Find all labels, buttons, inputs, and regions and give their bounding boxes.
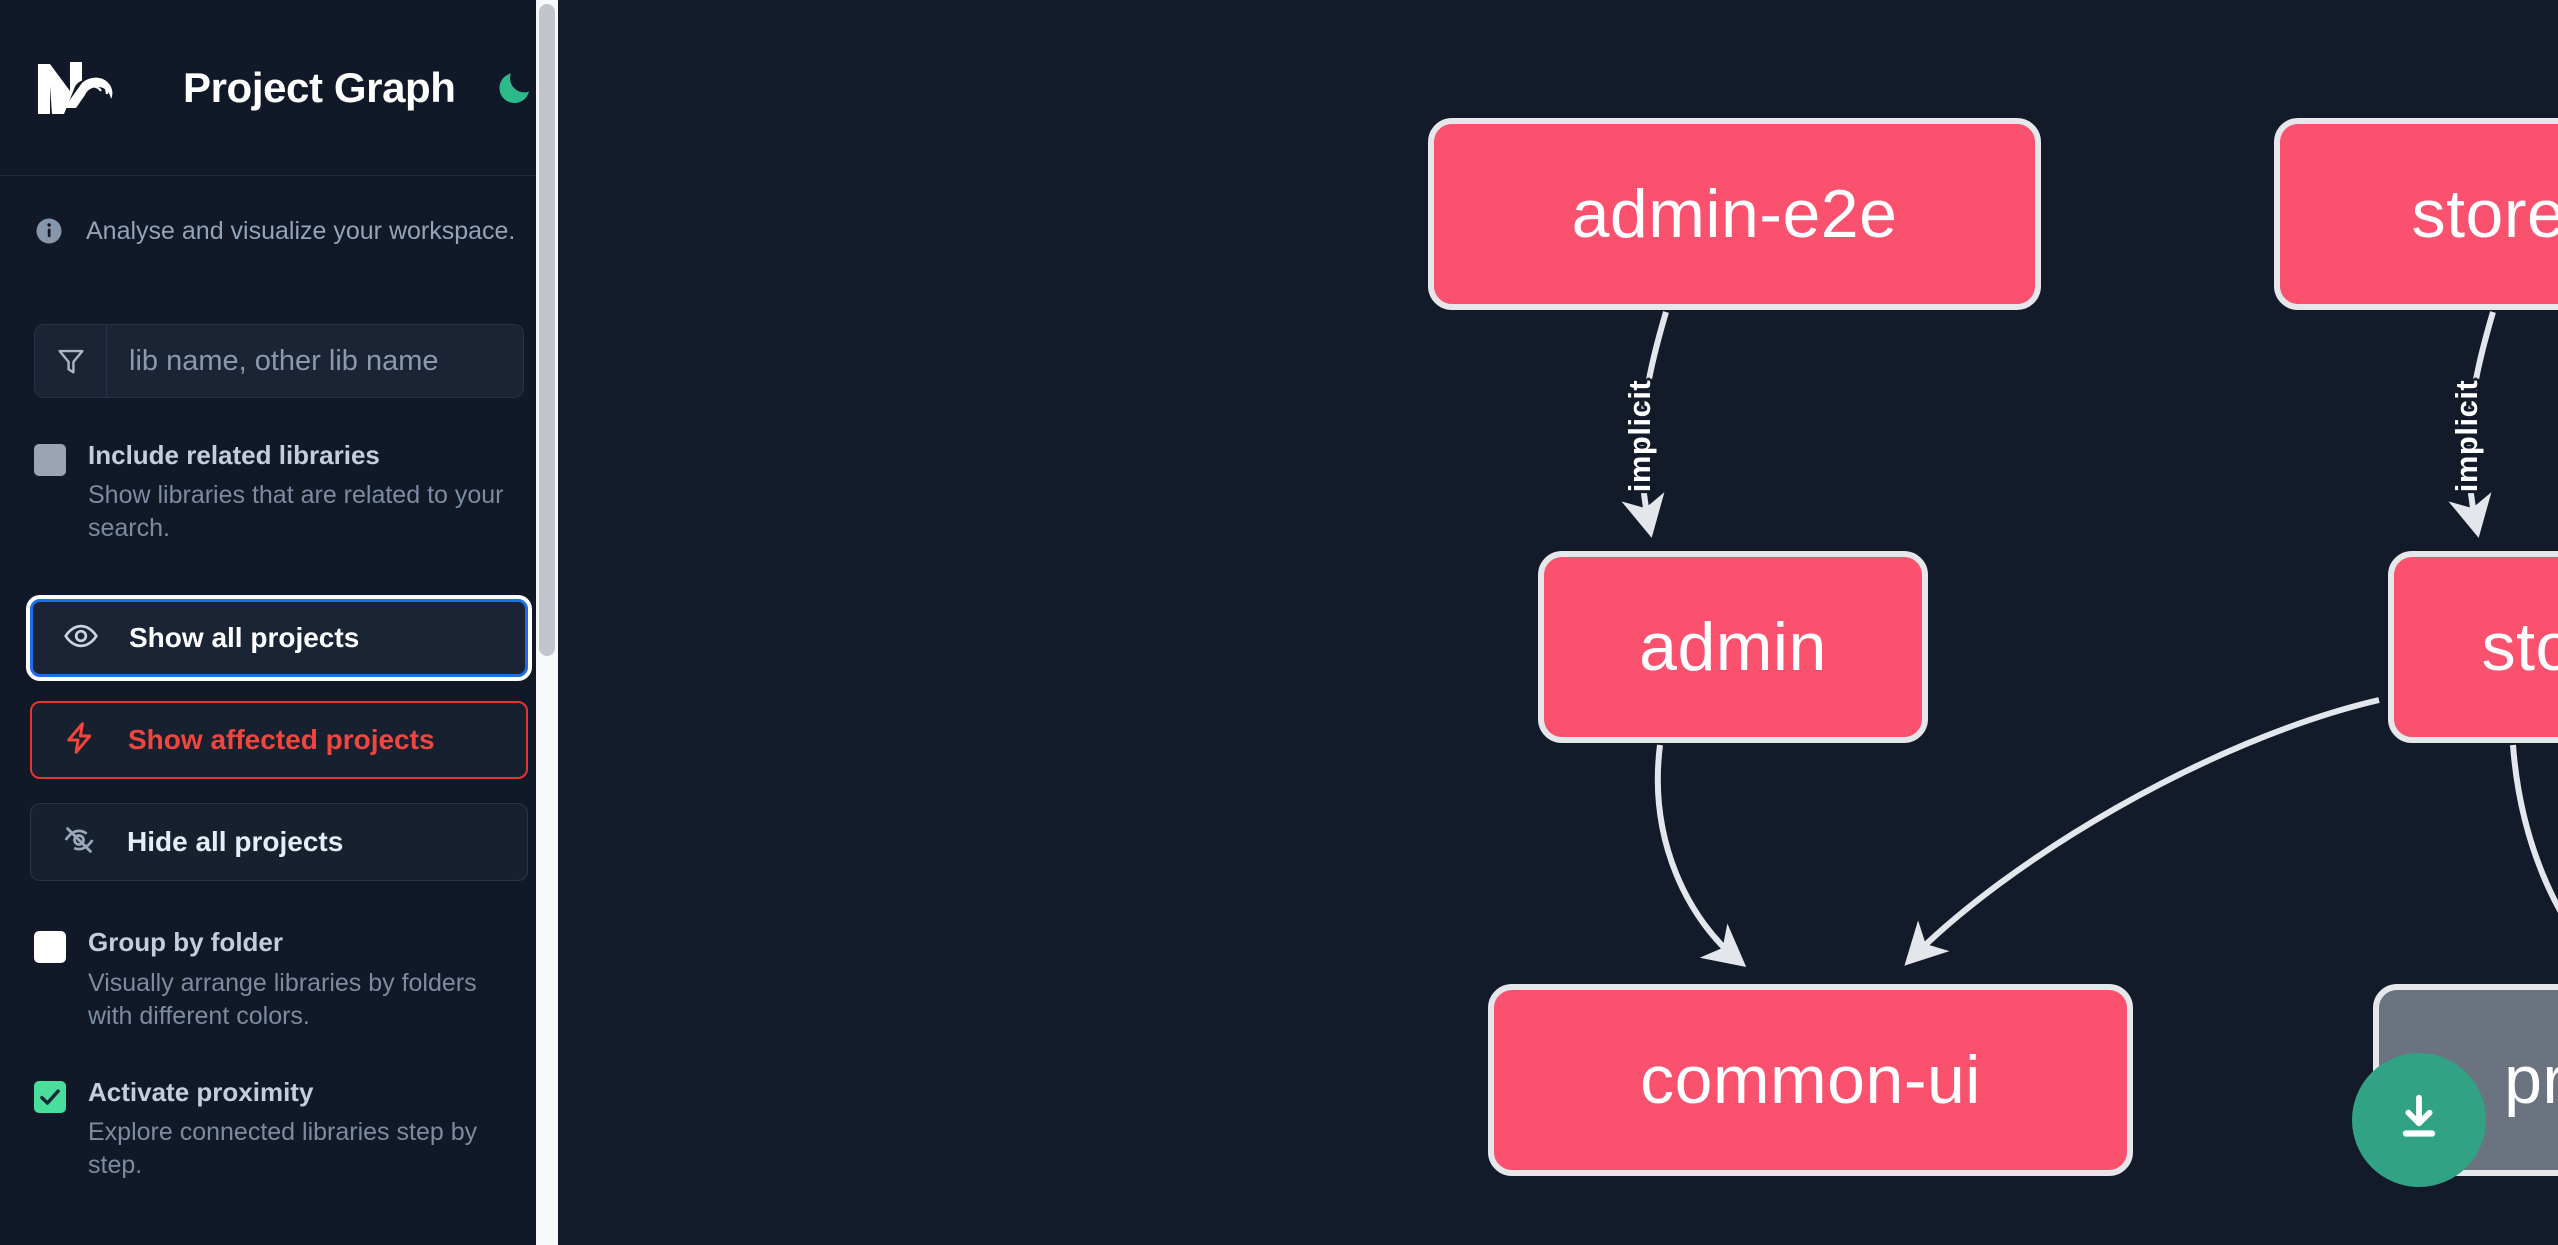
edge-admin-to-common-ui — [1654, 744, 1747, 968]
graph-node-store-e2e[interactable]: store-e2e — [2274, 118, 2558, 310]
node-label: products — [2504, 1042, 2558, 1118]
node-label: store — [2481, 609, 2558, 685]
sidebar-scrollbar-thumb[interactable] — [539, 4, 555, 656]
option-description: Visually arrange libraries by folders wi… — [88, 968, 477, 1030]
hide-all-projects-button[interactable]: Hide all projects — [30, 803, 528, 882]
graph-node-store[interactable]: store — [2388, 551, 2558, 743]
edge-store-e2e-to-store — [2448, 311, 2496, 538]
sidebar-scroll-region[interactable]: Project Graph Analyse and visualize your… — [0, 0, 558, 1245]
edge-admin-e2e-to-admin — [1621, 311, 1669, 538]
sidebar-footer-region — [0, 1182, 558, 1245]
option-body: Activate proximity Explore connected lib… — [88, 1076, 524, 1182]
graph-node-common-ui[interactable]: common-ui — [1488, 984, 2133, 1176]
tagline-text: Analyse and visualize your workspace. — [86, 216, 516, 245]
nx-logo-icon — [34, 56, 131, 120]
eye-off-icon — [61, 822, 97, 863]
include-related-libraries-checkbox[interactable] — [34, 444, 66, 476]
edge-store-to-common-ui — [1904, 697, 2380, 966]
search-input[interactable] — [107, 325, 523, 397]
download-image-button[interactable] — [2352, 1053, 2486, 1187]
graph-edges-layer — [1621, 311, 2558, 968]
eye-icon — [63, 618, 99, 659]
option-title: Activate proximity — [88, 1076, 314, 1107]
option-body: Include related libraries Show libraries… — [88, 440, 524, 545]
graph-node-admin[interactable]: admin — [1538, 551, 1928, 743]
option-title: Group by folder — [88, 927, 283, 958]
option-include-related-libraries[interactable]: Include related libraries Show libraries… — [0, 440, 558, 545]
sidebar-scrollbar[interactable] — [536, 0, 558, 1245]
download-icon — [2390, 1089, 2448, 1152]
sidebar-header: Project Graph — [0, 0, 558, 176]
show-all-projects-button[interactable]: Show all projects — [26, 595, 532, 682]
sidebar: Project Graph Analyse and visualize your… — [0, 0, 558, 1245]
option-description: Show libraries that are related to your … — [88, 481, 504, 543]
show-affected-projects-label: Show affected projects — [128, 724, 435, 756]
filter-icon — [35, 325, 107, 397]
visibility-button-group: Show all projects Show affected projects — [26, 595, 532, 882]
option-title: Include related libraries — [88, 440, 380, 470]
hide-all-projects-label: Hide all projects — [127, 826, 344, 858]
option-activate-proximity[interactable]: Activate proximity Explore connected lib… — [0, 1076, 558, 1182]
search-bar[interactable] — [34, 324, 524, 398]
option-body: Group by folder Visually arrange librari… — [88, 927, 524, 1032]
node-label: common-ui — [1640, 1042, 1981, 1118]
edge-store-to-products — [2510, 744, 2558, 913]
graph-node-admin-e2e[interactable]: admin-e2e — [1428, 118, 2041, 310]
graph-canvas[interactable]: admin-e2e store-e2e admin store common-u… — [558, 0, 2558, 1245]
activate-proximity-checkbox[interactable] — [34, 1080, 66, 1113]
moon-icon[interactable] — [494, 65, 534, 111]
show-all-projects-label: Show all projects — [129, 622, 360, 654]
node-label: admin — [1639, 609, 1827, 685]
tagline: Analyse and visualize your workspace. — [0, 176, 558, 246]
info-icon — [34, 216, 64, 246]
node-label: admin-e2e — [1571, 176, 1898, 252]
option-description: Explore connected libraries step by step… — [88, 1117, 478, 1179]
option-group-by-folder[interactable]: Group by folder Visually arrange librari… — [0, 927, 558, 1032]
show-affected-projects-button[interactable]: Show affected projects — [30, 701, 528, 780]
lightning-icon — [62, 720, 98, 761]
group-by-folder-checkbox[interactable] — [34, 931, 66, 964]
node-label: store-e2e — [2411, 176, 2558, 252]
page-title: Project Graph — [183, 63, 456, 111]
